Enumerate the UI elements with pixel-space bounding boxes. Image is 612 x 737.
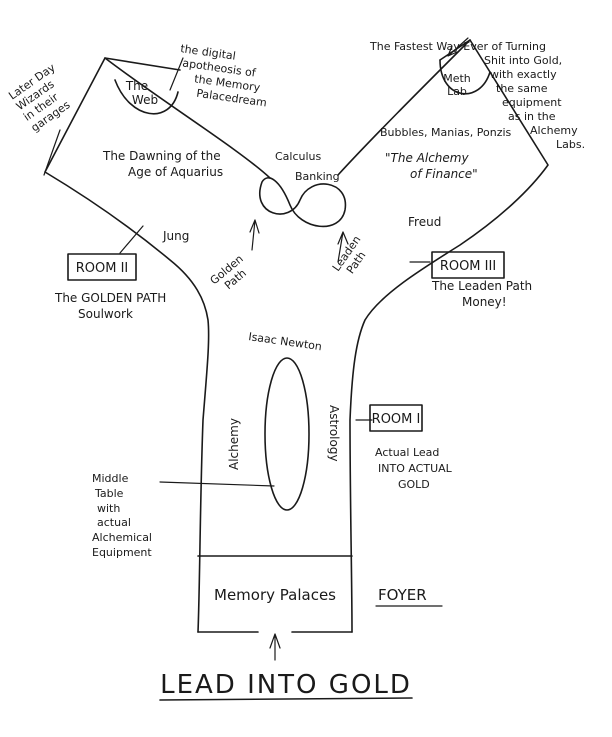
middle-table-ellipse	[264, 357, 310, 511]
arrows	[43, 37, 469, 701]
alchemy-finance-line-2: of Finance"	[410, 167, 478, 181]
web-line-2: Web	[132, 93, 158, 107]
dawning-line-1: The Dawning of the	[102, 149, 221, 163]
title-underline	[159, 697, 413, 701]
digital-arrow	[169, 57, 184, 91]
room2-desc-line-1: The GOLDEN PATH	[54, 291, 166, 305]
room1-label: ROOM I	[372, 412, 421, 427]
building-outline	[44, 39, 549, 633]
text-labels: Later Day Wizards in their garages The W…	[6, 40, 585, 700]
middle-table-line-3: with	[97, 502, 120, 515]
room1-desc-line-3: GOLD	[398, 478, 430, 491]
fastest-line-6: as in the	[508, 110, 556, 123]
leaden-path-label: Leaden Path	[330, 233, 369, 276]
room2-label: ROOM II	[76, 261, 129, 276]
later-day-arrow	[43, 129, 61, 176]
calculus-label: Calculus	[275, 150, 322, 163]
astrology-label: Astrology	[327, 405, 341, 462]
outer-left-arm	[44, 57, 271, 633]
entrance-arrow	[269, 633, 281, 661]
title-label: LEAD INTO GOLD	[160, 670, 412, 700]
room-boxes	[67, 251, 505, 432]
middle-table-line-6: Equipment	[92, 546, 152, 559]
alchemy-finance-line-1: "The Alchemy	[385, 151, 469, 165]
meth-lab-arc	[439, 59, 491, 95]
dawning-line-2: Age of Aquarius	[128, 165, 223, 179]
foyer-label: FOYER	[378, 586, 427, 604]
fastest-line-2: Shit into Gold,	[484, 54, 562, 67]
fastest-line-4: the same	[496, 82, 548, 95]
memory-palaces-label: Memory Palaces	[214, 586, 336, 604]
left-arm-top-edge	[104, 57, 181, 71]
middle-table-line-4: actual	[97, 516, 131, 529]
calculus-banking-loop	[259, 177, 347, 228]
golden-path-label: Golden Path	[208, 252, 249, 292]
middle-table-arrow	[159, 481, 275, 487]
room3-desc-line-2: Money!	[462, 295, 507, 309]
banking-label: Banking	[295, 170, 340, 183]
fastest-line-7: Alchemy	[530, 124, 578, 137]
room3-box	[431, 251, 505, 279]
web-line-1: The	[125, 79, 148, 93]
meth-lab-line-1: Meth	[443, 72, 471, 85]
room2-desc-line-2: Soulwork	[78, 307, 133, 321]
middle-table-line-5: Alchemical	[92, 531, 152, 544]
room3-label: ROOM III	[440, 259, 496, 274]
room1-desc-line-1: Actual Lead	[375, 446, 439, 459]
leaden-path-arrow	[337, 231, 349, 263]
room3-desc-line-1: The Leaden Path	[431, 279, 532, 293]
room1-box	[369, 404, 423, 432]
fastest-line-8: Labs.	[556, 138, 585, 151]
isaac-newton-label: Isaac Newton	[248, 330, 323, 353]
jung-label: Jung	[162, 229, 189, 243]
room2-box	[67, 253, 137, 281]
alchemy-label: Alchemy	[227, 418, 241, 470]
digital-apotheosis-label: the digital apotheosis of the Memory Pal…	[180, 42, 268, 109]
middle-table-line-1: Middle	[92, 472, 129, 485]
room1-desc-line-2: INTO ACTUAL	[378, 462, 453, 475]
room2-arrow	[119, 225, 144, 254]
fastest-line-5: equipment	[502, 96, 562, 109]
fastest-way-arrow	[447, 37, 469, 57]
fastest-line-3: with exactly	[490, 68, 557, 81]
golden-path-arrow	[249, 219, 260, 251]
meth-lab-line-2: Lab	[447, 85, 467, 98]
later-day-label: Later Day Wizards in their garages	[6, 61, 72, 135]
middle-table-line-2: Table	[94, 487, 124, 500]
web-room-arc	[114, 79, 179, 115]
fastest-line-1: The Fastest Way Ever of Turning	[369, 40, 546, 53]
freud-label: Freud	[408, 215, 441, 229]
bubbles-label: Bubbles, Manias, Ponzis	[380, 126, 512, 139]
outer-right-arm	[337, 39, 549, 633]
